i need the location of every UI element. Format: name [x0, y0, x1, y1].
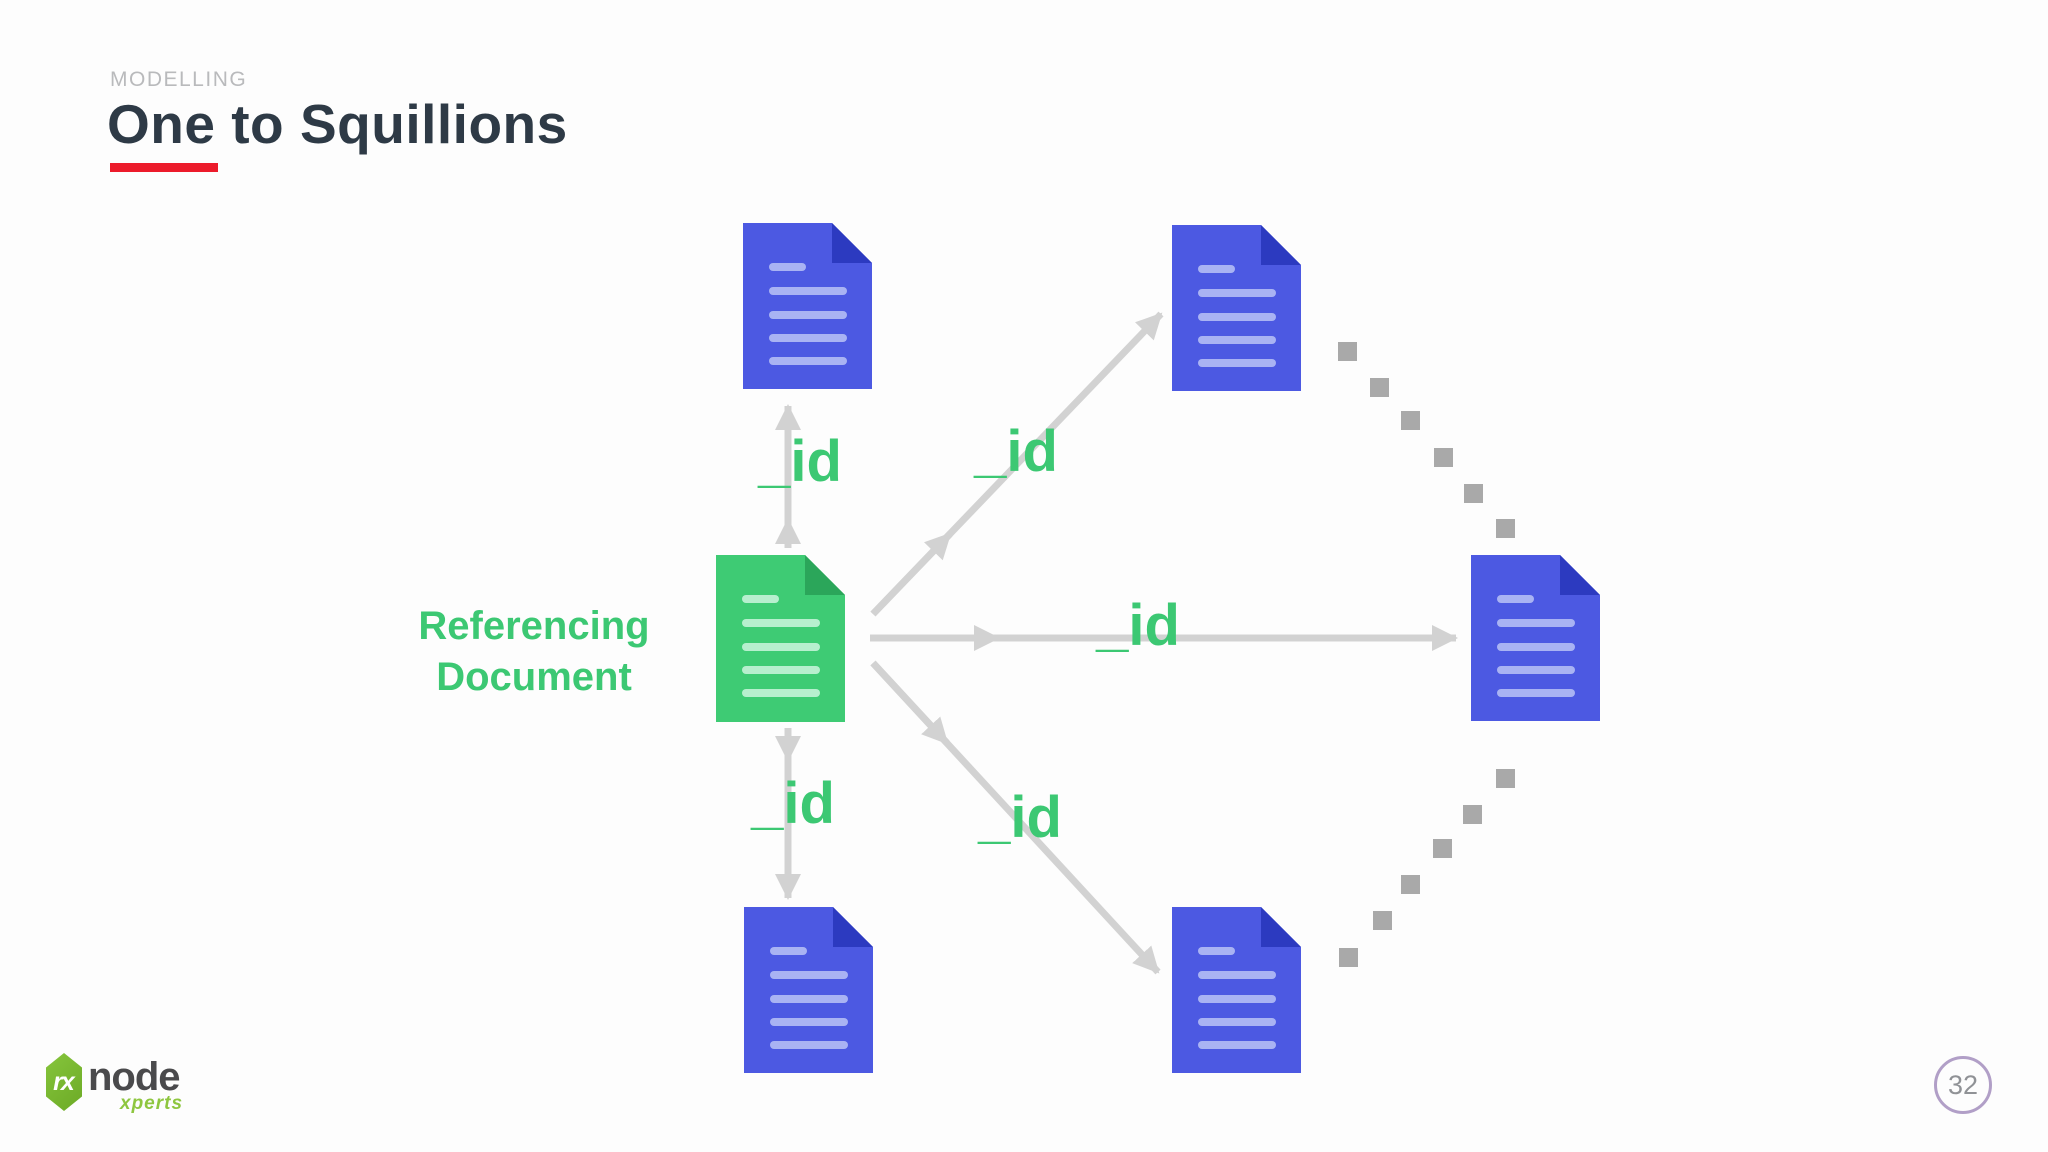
nodexperts-logo: rx node xperts [46, 1053, 266, 1115]
logo-hexagon-icon: rx [46, 1053, 82, 1111]
dotted-squares-top [1338, 342, 1515, 538]
referenced-document-icon-right [1471, 555, 1600, 721]
document-fold-corner [805, 555, 845, 595]
doc-text-line [742, 595, 779, 603]
doc-text-line [742, 689, 820, 697]
id-label-right: _id [1096, 593, 1180, 658]
document-fold-corner [832, 223, 872, 263]
doc-text-line [1198, 289, 1276, 297]
referenced-document-icon-top-right [1172, 225, 1301, 391]
doc-text-line [742, 619, 820, 627]
page-title: One to Squillions [107, 93, 568, 155]
document-fold-corner [1261, 225, 1301, 265]
id-label-bottom-right: _id [978, 785, 1062, 850]
title-underline [110, 163, 218, 172]
doc-text-line [1198, 947, 1235, 955]
referenced-document-icon-top [743, 223, 872, 389]
doc-text-line [769, 311, 847, 319]
document-fold-corner [833, 907, 873, 947]
doc-text-line [770, 995, 848, 1003]
doc-text-line [1497, 643, 1575, 651]
doc-text-line [1497, 689, 1575, 697]
doc-text-line [770, 1041, 848, 1049]
doc-text-line [742, 643, 820, 651]
doc-text-line [1497, 619, 1575, 627]
referencing-document-label: Referencing Document [418, 604, 650, 699]
doc-text-line [742, 666, 820, 674]
doc-text-line [770, 947, 807, 955]
page-number-badge: 32 [1934, 1056, 1992, 1114]
doc-text-line [770, 1018, 848, 1026]
id-label-bottom: _id [751, 771, 835, 836]
doc-text-line [769, 334, 847, 342]
logo-name: node [88, 1055, 181, 1099]
doc-text-line [769, 287, 847, 295]
referenced-document-icon-bottom-right [1172, 907, 1301, 1073]
page-number: 32 [1947, 1069, 1979, 1100]
referencing-document-icon [716, 555, 845, 722]
doc-text-line [769, 263, 806, 271]
doc-text-line [1198, 359, 1276, 367]
dotted-squares-bottom [1339, 769, 1515, 967]
doc-text-line [1198, 995, 1276, 1003]
referenced-document-icon-bottom [744, 907, 873, 1073]
doc-text-line [1198, 313, 1276, 321]
doc-text-line [1198, 1018, 1276, 1026]
id-label-top-right: _id [974, 419, 1058, 484]
doc-text-line [1497, 666, 1575, 674]
document-fold-corner [1261, 907, 1301, 947]
arrow-down-right [870, 660, 1161, 975]
doc-text-line [769, 357, 847, 365]
document-fold-corner [1560, 555, 1600, 595]
logo-suffix: xperts [120, 1093, 184, 1114]
arrow-up-right [870, 311, 1164, 617]
logo-mark: rx [53, 1067, 75, 1096]
doc-text-line [1198, 265, 1235, 273]
doc-text-line [1198, 1041, 1276, 1049]
doc-text-line [1198, 336, 1276, 344]
id-label-top: _id [758, 429, 842, 494]
doc-text-line [770, 971, 848, 979]
doc-text-line [1497, 595, 1534, 603]
eyebrow-label: MODELLING [110, 68, 248, 91]
doc-text-line [1198, 971, 1276, 979]
